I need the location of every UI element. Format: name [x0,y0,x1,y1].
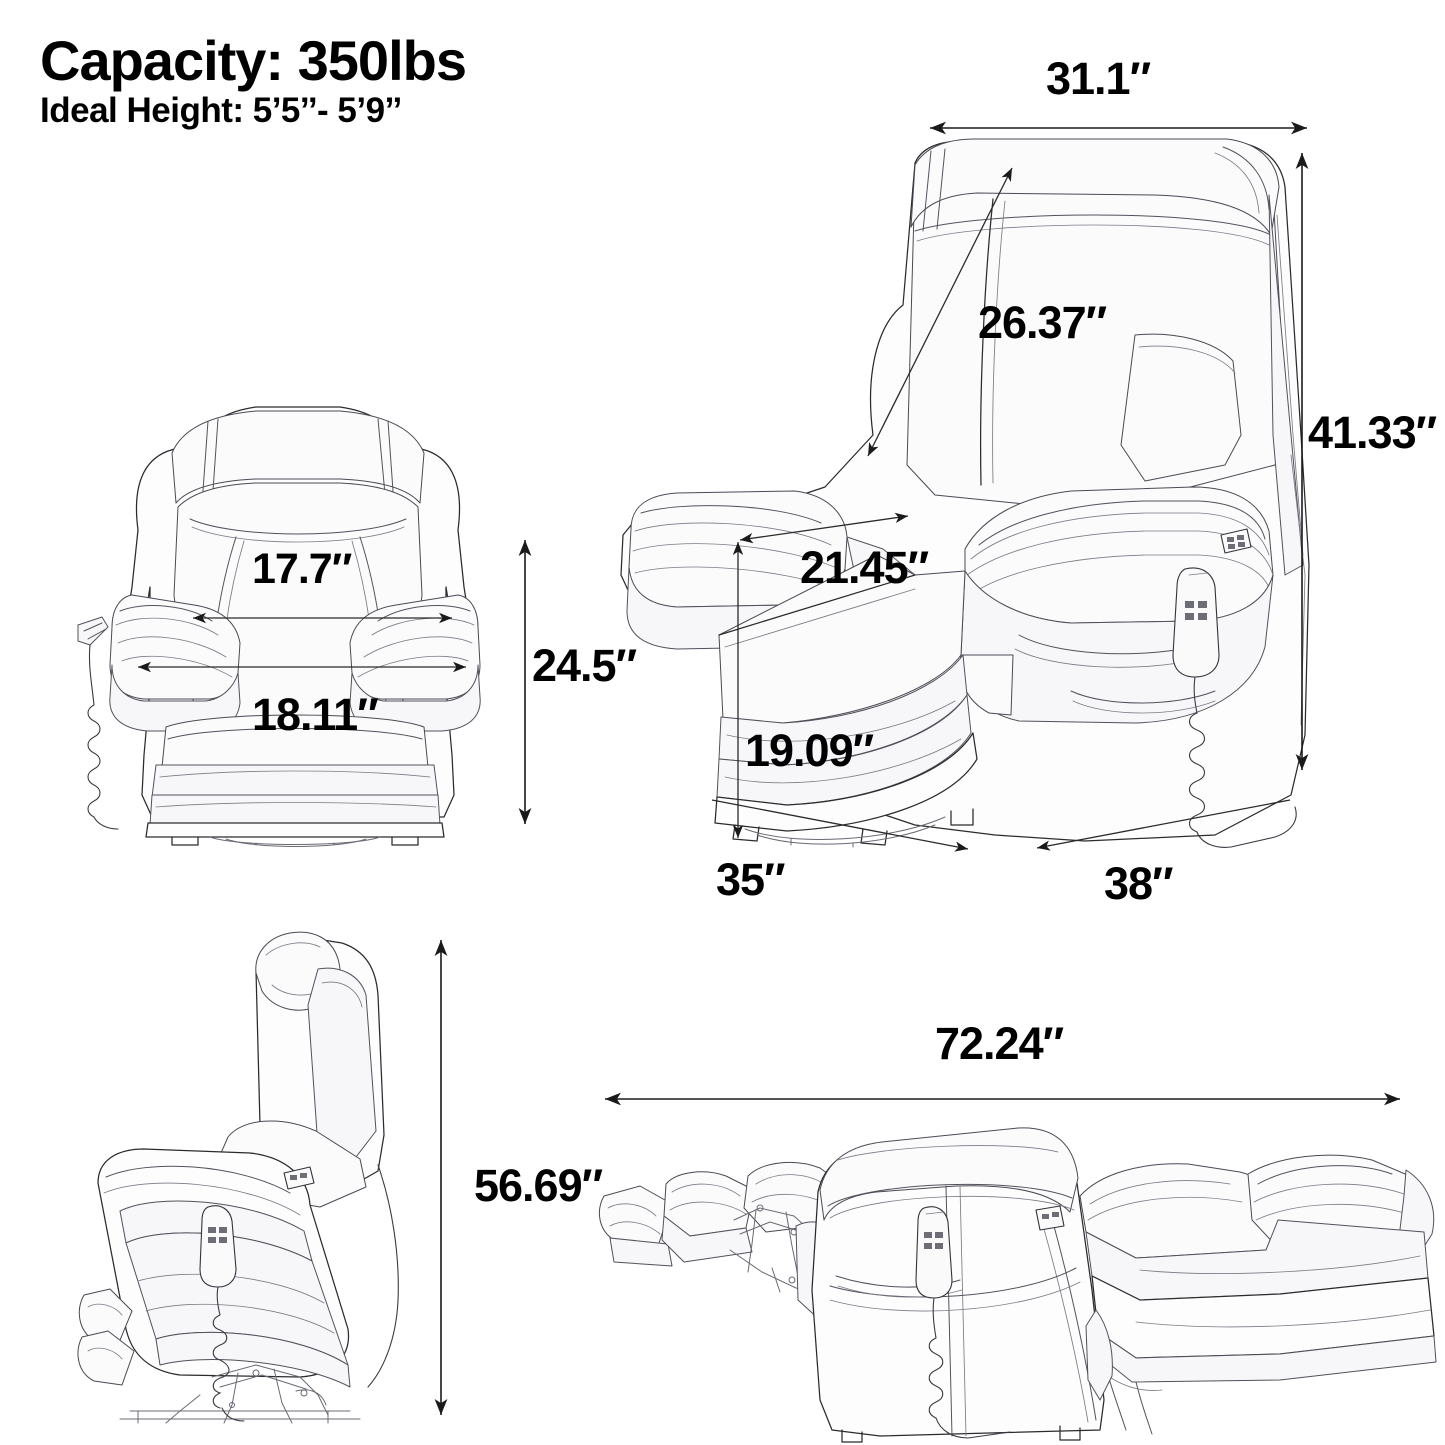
front-view [60,325,530,847]
dim-label-reclined-length: 72.24″ [935,1018,1064,1069]
reclined-position-view [580,1100,1440,1445]
dim-label-side-depth: 38″ [1104,858,1174,909]
dim-label-seat-width: 21.45″ [800,542,929,593]
dim-label-seat-cushion-width: 18.11″ [252,689,379,740]
dim-label-seat-depth: 24.5″ [532,640,637,691]
dim-label-seat-height: 19.09″ [745,725,874,776]
three-quarter-view [615,135,1335,848]
ideal-height-label: Ideal Height: 5’5’’- 5’9’’ [40,91,402,131]
dim-label-backrest-height: 26.37″ [978,297,1107,348]
dim-label-lift-height: 56.69″ [474,1160,603,1211]
dim-label-depth: 35″ [716,854,786,905]
dim-label-inner-seat-width: 17.7″ [252,545,352,593]
dim-label-overall-height: 41.33″ [1308,407,1437,458]
lift-position-view [60,925,460,1425]
capacity-label: Capacity: 350lbs [40,29,467,92]
dim-label-overall-width: 31.1″ [1046,53,1151,104]
header-block: Capacity: 350lbs Ideal Height: 5’5’’- 5’… [40,29,467,131]
